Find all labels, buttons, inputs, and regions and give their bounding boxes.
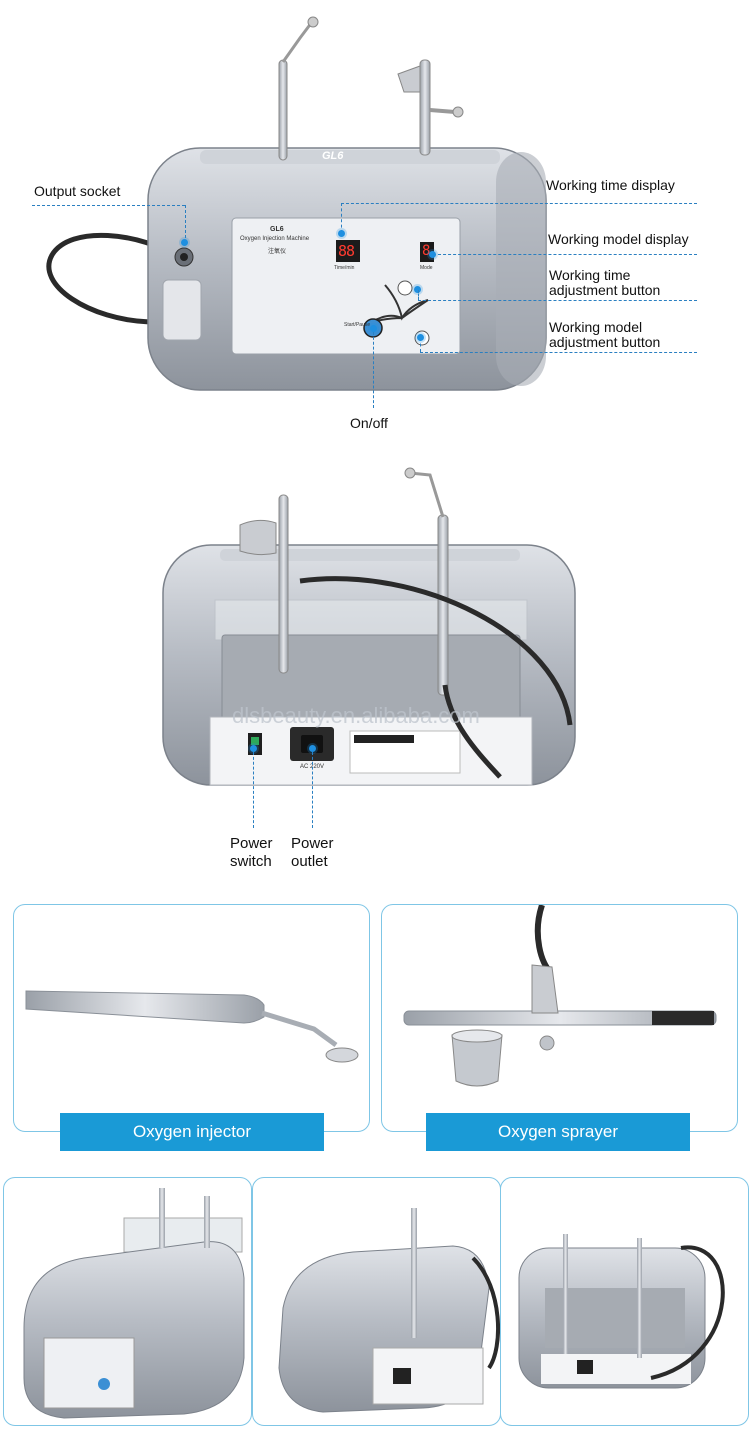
on-off-line — [373, 332, 374, 408]
oxygen-sprayer-illustration — [403, 905, 717, 1087]
power-outlet-line — [312, 752, 313, 828]
gallery-photo-rear-angle — [252, 1177, 501, 1426]
rear-machine-illustration — [162, 467, 576, 786]
working-time-adjustment-label: Working time adjustment button — [549, 267, 661, 298]
oxygen-injector-illustration — [25, 990, 359, 1063]
output-socket-label: Output socket — [34, 183, 121, 199]
gallery-photo-back-view-illustration — [518, 1234, 725, 1389]
output-socket-line-v — [185, 205, 186, 243]
working-time-display-dot — [338, 230, 345, 237]
power-switch-dot — [250, 745, 257, 752]
working-time-display-line-v — [341, 203, 342, 233]
working-model-display-line — [433, 254, 697, 255]
gallery-photo-front-angle-illustration — [23, 1188, 245, 1419]
power-switch-line — [253, 752, 254, 828]
oxygen-injector-caption: Oxygen injector — [60, 1113, 324, 1151]
front-machine-illustration — [46, 16, 547, 391]
working-model-adjustment-line — [420, 352, 697, 353]
oxygen-sprayer-caption: Oxygen sprayer — [426, 1113, 690, 1151]
working-model-adjustment-label: Working model adjustment button — [549, 319, 661, 350]
working-time-display-label: Working time display — [546, 177, 675, 193]
working-model-adjustment-dot — [417, 334, 424, 341]
power-outlet-label: Power outlet — [291, 835, 334, 870]
mode-display: 8 — [422, 243, 431, 259]
time-caption: Time/min — [334, 265, 355, 271]
machine-logo: GL6 — [322, 150, 344, 162]
output-socket-dot — [181, 239, 188, 246]
working-time-adjustment-dot — [414, 286, 421, 293]
panel-chinese: 注氧仪 — [268, 249, 287, 255]
working-model-display-label: Working model display — [548, 231, 689, 247]
oxygen-sprayer-panel — [381, 904, 738, 1132]
panel-title: GL6 — [270, 226, 284, 233]
panel-subtitle: Oxygen Injection Machine — [240, 236, 310, 242]
start-caption: Start/Pause — [344, 322, 371, 328]
oxygen-injector-panel — [13, 904, 370, 1132]
mode-caption: Mode — [420, 265, 433, 271]
working-time-display-line — [341, 203, 697, 204]
gallery-photo-front-angle — [3, 1177, 252, 1426]
power-outlet-dot — [309, 745, 316, 752]
time-display: 88 — [338, 242, 355, 260]
working-model-display-dot — [429, 251, 436, 258]
working-model-adjustment-line-v — [420, 338, 421, 352]
working-time-adjustment-line-v — [418, 290, 419, 300]
gallery-photo-back-view — [500, 1177, 749, 1426]
gallery-photo-rear-angle-illustration — [278, 1208, 500, 1413]
power-switch-label: Power switch — [230, 835, 273, 870]
on-off-label: On/off — [350, 415, 388, 431]
on-off-dot — [370, 325, 377, 332]
rear-watermark: dlsbeauty.en.alibaba.com — [232, 703, 480, 728]
output-socket-line — [32, 205, 185, 206]
working-time-adjustment-line — [418, 300, 697, 301]
